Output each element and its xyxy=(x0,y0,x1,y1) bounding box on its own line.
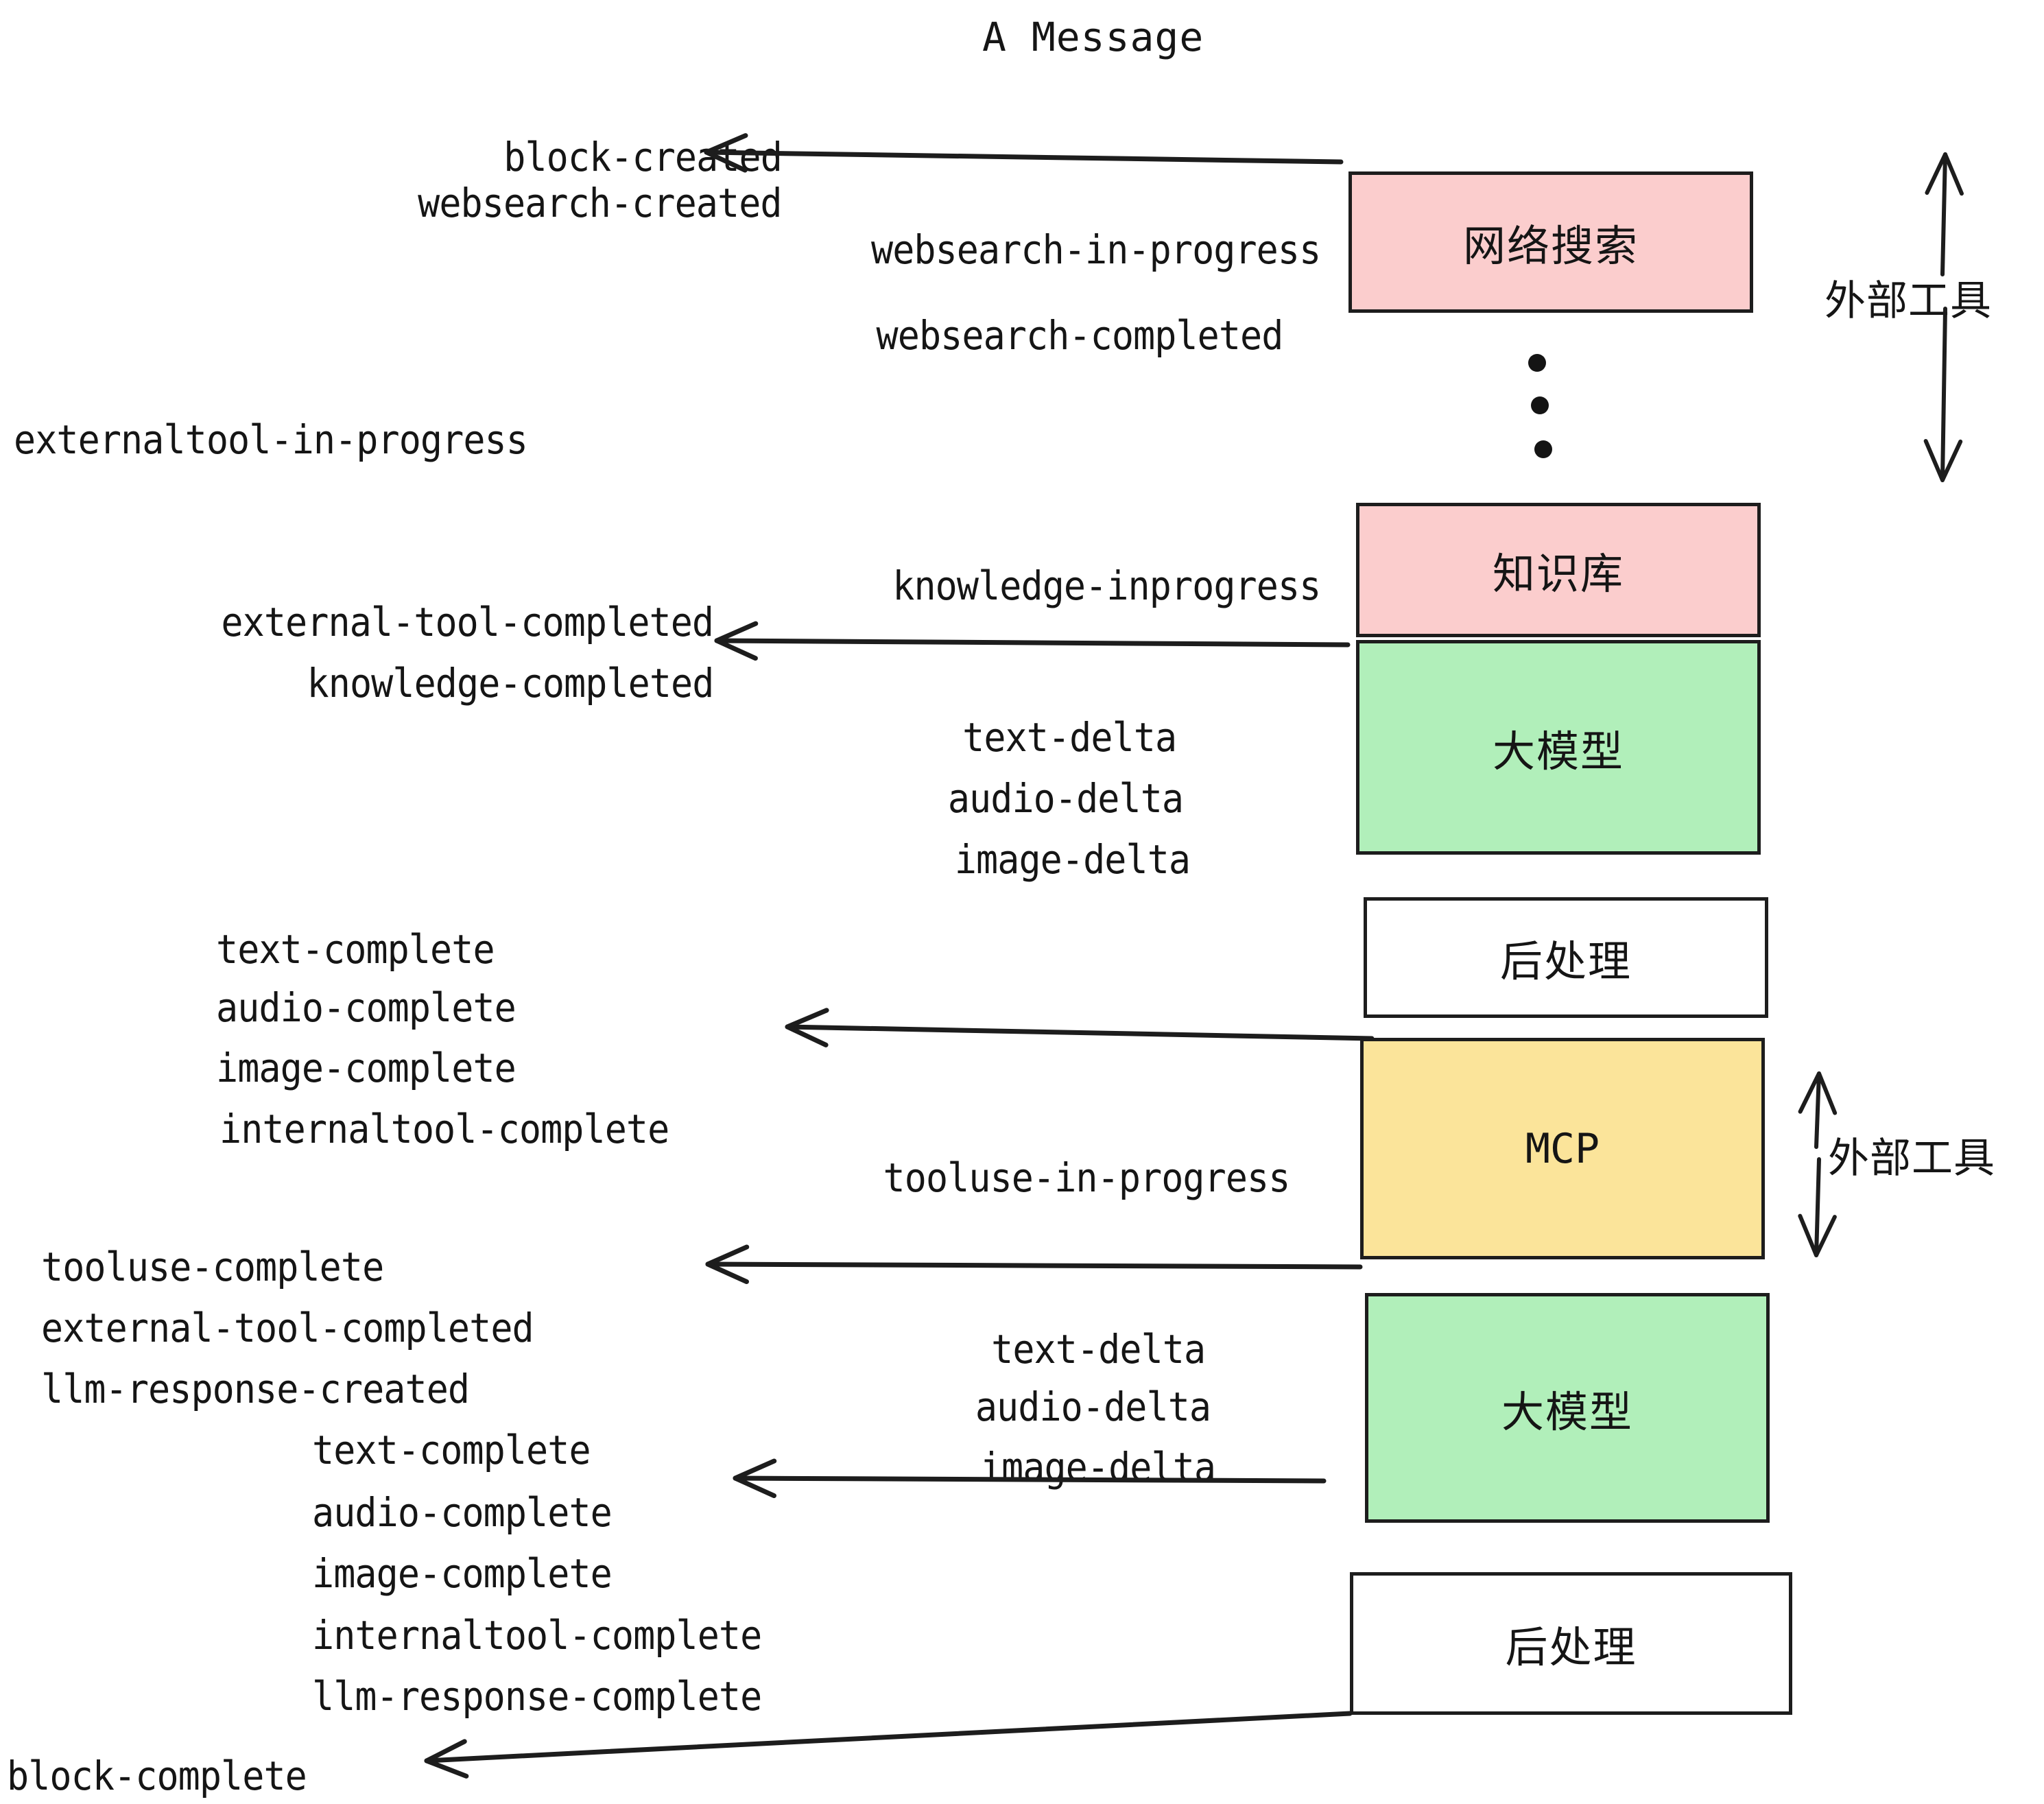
arrow-knowledge-to-events-head xyxy=(714,621,759,661)
event-label-tooluse-complete: tooluse-complete xyxy=(41,1244,384,1290)
event-label-websearch-in-progress: websearch-in-progress xyxy=(870,226,1321,273)
ellipsis-dot-1 xyxy=(1528,354,1546,372)
ext-tool-arrow-top-up-shaft xyxy=(1940,152,1947,276)
event-label-text-delta-1: text-delta xyxy=(962,714,1177,761)
event-label-knowledge-inprogress: knowledge-inprogress xyxy=(892,562,1321,609)
node-label-llm-2: 大模型 xyxy=(1501,1386,1633,1437)
event-label-audio-complete-1: audio-complete xyxy=(216,984,516,1031)
external-tool-label-ext-mcp: 外部工具 xyxy=(1828,1135,1995,1183)
event-label-llm-response-complete: llm-response-complete xyxy=(312,1673,762,1720)
node-mcp: MCP xyxy=(1360,1038,1765,1259)
node-label-post-1: 后处理 xyxy=(1499,936,1632,986)
event-label-text-complete-1: text-complete xyxy=(216,926,495,973)
ellipsis-dot-2 xyxy=(1531,396,1549,414)
external-tool-label-ext-top: 外部工具 xyxy=(1825,277,1992,325)
event-label-llm-response-created: llm-response-created xyxy=(41,1366,470,1412)
event-label-block-complete: block-complete xyxy=(7,1753,307,1799)
node-post-1: 后处理 xyxy=(1364,897,1768,1018)
node-knowledge: 知识库 xyxy=(1356,503,1761,637)
ext-tool-arrow-top-down-head xyxy=(1923,438,1963,482)
node-label-post-2: 后处理 xyxy=(1505,1622,1637,1672)
event-label-websearch-created: websearch-created xyxy=(418,180,783,226)
event-label-image-delta-1: image-delta xyxy=(954,836,1191,883)
arrow-post2-to-block-shaft xyxy=(424,1711,1353,1764)
node-llm-1: 大模型 xyxy=(1356,640,1761,855)
node-llm-2: 大模型 xyxy=(1365,1293,1770,1523)
event-label-image-delta-2: image-delta xyxy=(979,1444,1216,1491)
event-label-block-created: block-created xyxy=(503,134,783,180)
event-label-image-complete-2: image-complete xyxy=(312,1550,613,1597)
node-post-2: 后处理 xyxy=(1350,1572,1792,1715)
node-websearch: 网络搜索 xyxy=(1348,171,1753,313)
arrow-knowledge-to-events-shaft xyxy=(714,638,1351,648)
arrow-post1-to-events-shaft xyxy=(785,1024,1375,1041)
ellipsis-dot-3 xyxy=(1534,440,1552,458)
event-label-external-tool-completed-1: external-tool-completed xyxy=(221,599,714,645)
event-label-internaltool-complete-2: internaltool-complete xyxy=(312,1612,762,1659)
page-title: A Message xyxy=(982,14,1204,60)
event-label-image-complete-1: image-complete xyxy=(216,1045,516,1091)
event-label-text-complete-2: text-complete xyxy=(312,1427,591,1473)
ext-tool-arrow-top-down-shaft xyxy=(1940,307,1947,482)
event-label-audio-delta-2: audio-delta xyxy=(975,1384,1211,1430)
node-label-knowledge: 知识库 xyxy=(1492,549,1624,599)
event-label-knowledge-completed: knowledge-completed xyxy=(307,660,714,707)
ext-tool-arrow-mcp-up-shaft xyxy=(1814,1071,1821,1149)
event-label-text-delta-2: text-delta xyxy=(990,1326,1206,1373)
ext-tool-arrow-mcp-up-head xyxy=(1798,1071,1838,1115)
arrow-websearch-to-events-shaft xyxy=(704,150,1344,165)
ext-tool-arrow-mcp-down-shaft xyxy=(1814,1157,1821,1257)
event-label-internaltool-complete-1: internaltool-complete xyxy=(219,1106,669,1152)
node-label-mcp: MCP xyxy=(1525,1124,1600,1173)
event-label-websearch-completed: websearch-completed xyxy=(876,312,1283,359)
node-label-llm-1: 大模型 xyxy=(1492,726,1624,776)
arrow-post2-to-block-head xyxy=(424,1739,469,1779)
event-label-tooluse-in-progress: tooluse-in-progress xyxy=(883,1154,1290,1201)
ext-tool-arrow-mcp-down-head xyxy=(1798,1213,1837,1257)
event-label-externaltool-in-progress: externaltool-in-progress xyxy=(14,416,528,463)
arrow-llm2-to-events-head xyxy=(733,1458,777,1499)
arrow-post1-to-events-head xyxy=(785,1008,829,1047)
event-label-audio-complete-2: audio-complete xyxy=(312,1489,613,1536)
ext-tool-arrow-top-up-head xyxy=(1925,152,1964,196)
node-label-websearch: 网络搜索 xyxy=(1462,221,1639,271)
arrow-mcp-to-events-head xyxy=(705,1244,750,1285)
arrow-mcp-to-events-shaft xyxy=(705,1261,1363,1270)
event-label-external-tool-completed-2: external-tool-completed xyxy=(41,1305,534,1351)
event-label-audio-delta-1: audio-delta xyxy=(947,775,1184,822)
